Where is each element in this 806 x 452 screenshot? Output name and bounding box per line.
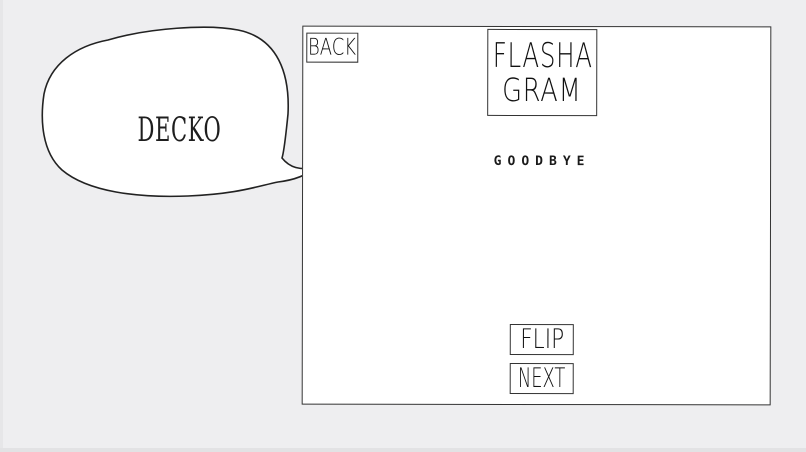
back-button-label: BACK: [308, 34, 357, 61]
flashagram-logo: FLASHA GRAM: [487, 28, 598, 117]
back-button[interactable]: BACK: [306, 32, 359, 63]
window-edge: [0, 0, 3, 452]
next-button[interactable]: NEXT: [509, 362, 574, 395]
flip-button-label: FLIP: [519, 323, 564, 356]
next-button-label: NEXT: [518, 362, 566, 395]
flashcard-panel: BACK FLASHA GRAM GOODBYE FLIP NEXT: [301, 25, 772, 406]
bubble-label: DECKO: [137, 110, 222, 150]
flashcard-text: GOODBYE: [493, 153, 591, 170]
window-bottom-edge: [0, 448, 806, 452]
logo-line-1: FLASHA: [492, 35, 593, 76]
logo-line-2: GRAM: [502, 70, 582, 109]
speech-bubble: DECKO: [38, 24, 328, 206]
speech-bubble-shape: [41, 26, 317, 198]
flip-button[interactable]: FLIP: [509, 323, 574, 356]
